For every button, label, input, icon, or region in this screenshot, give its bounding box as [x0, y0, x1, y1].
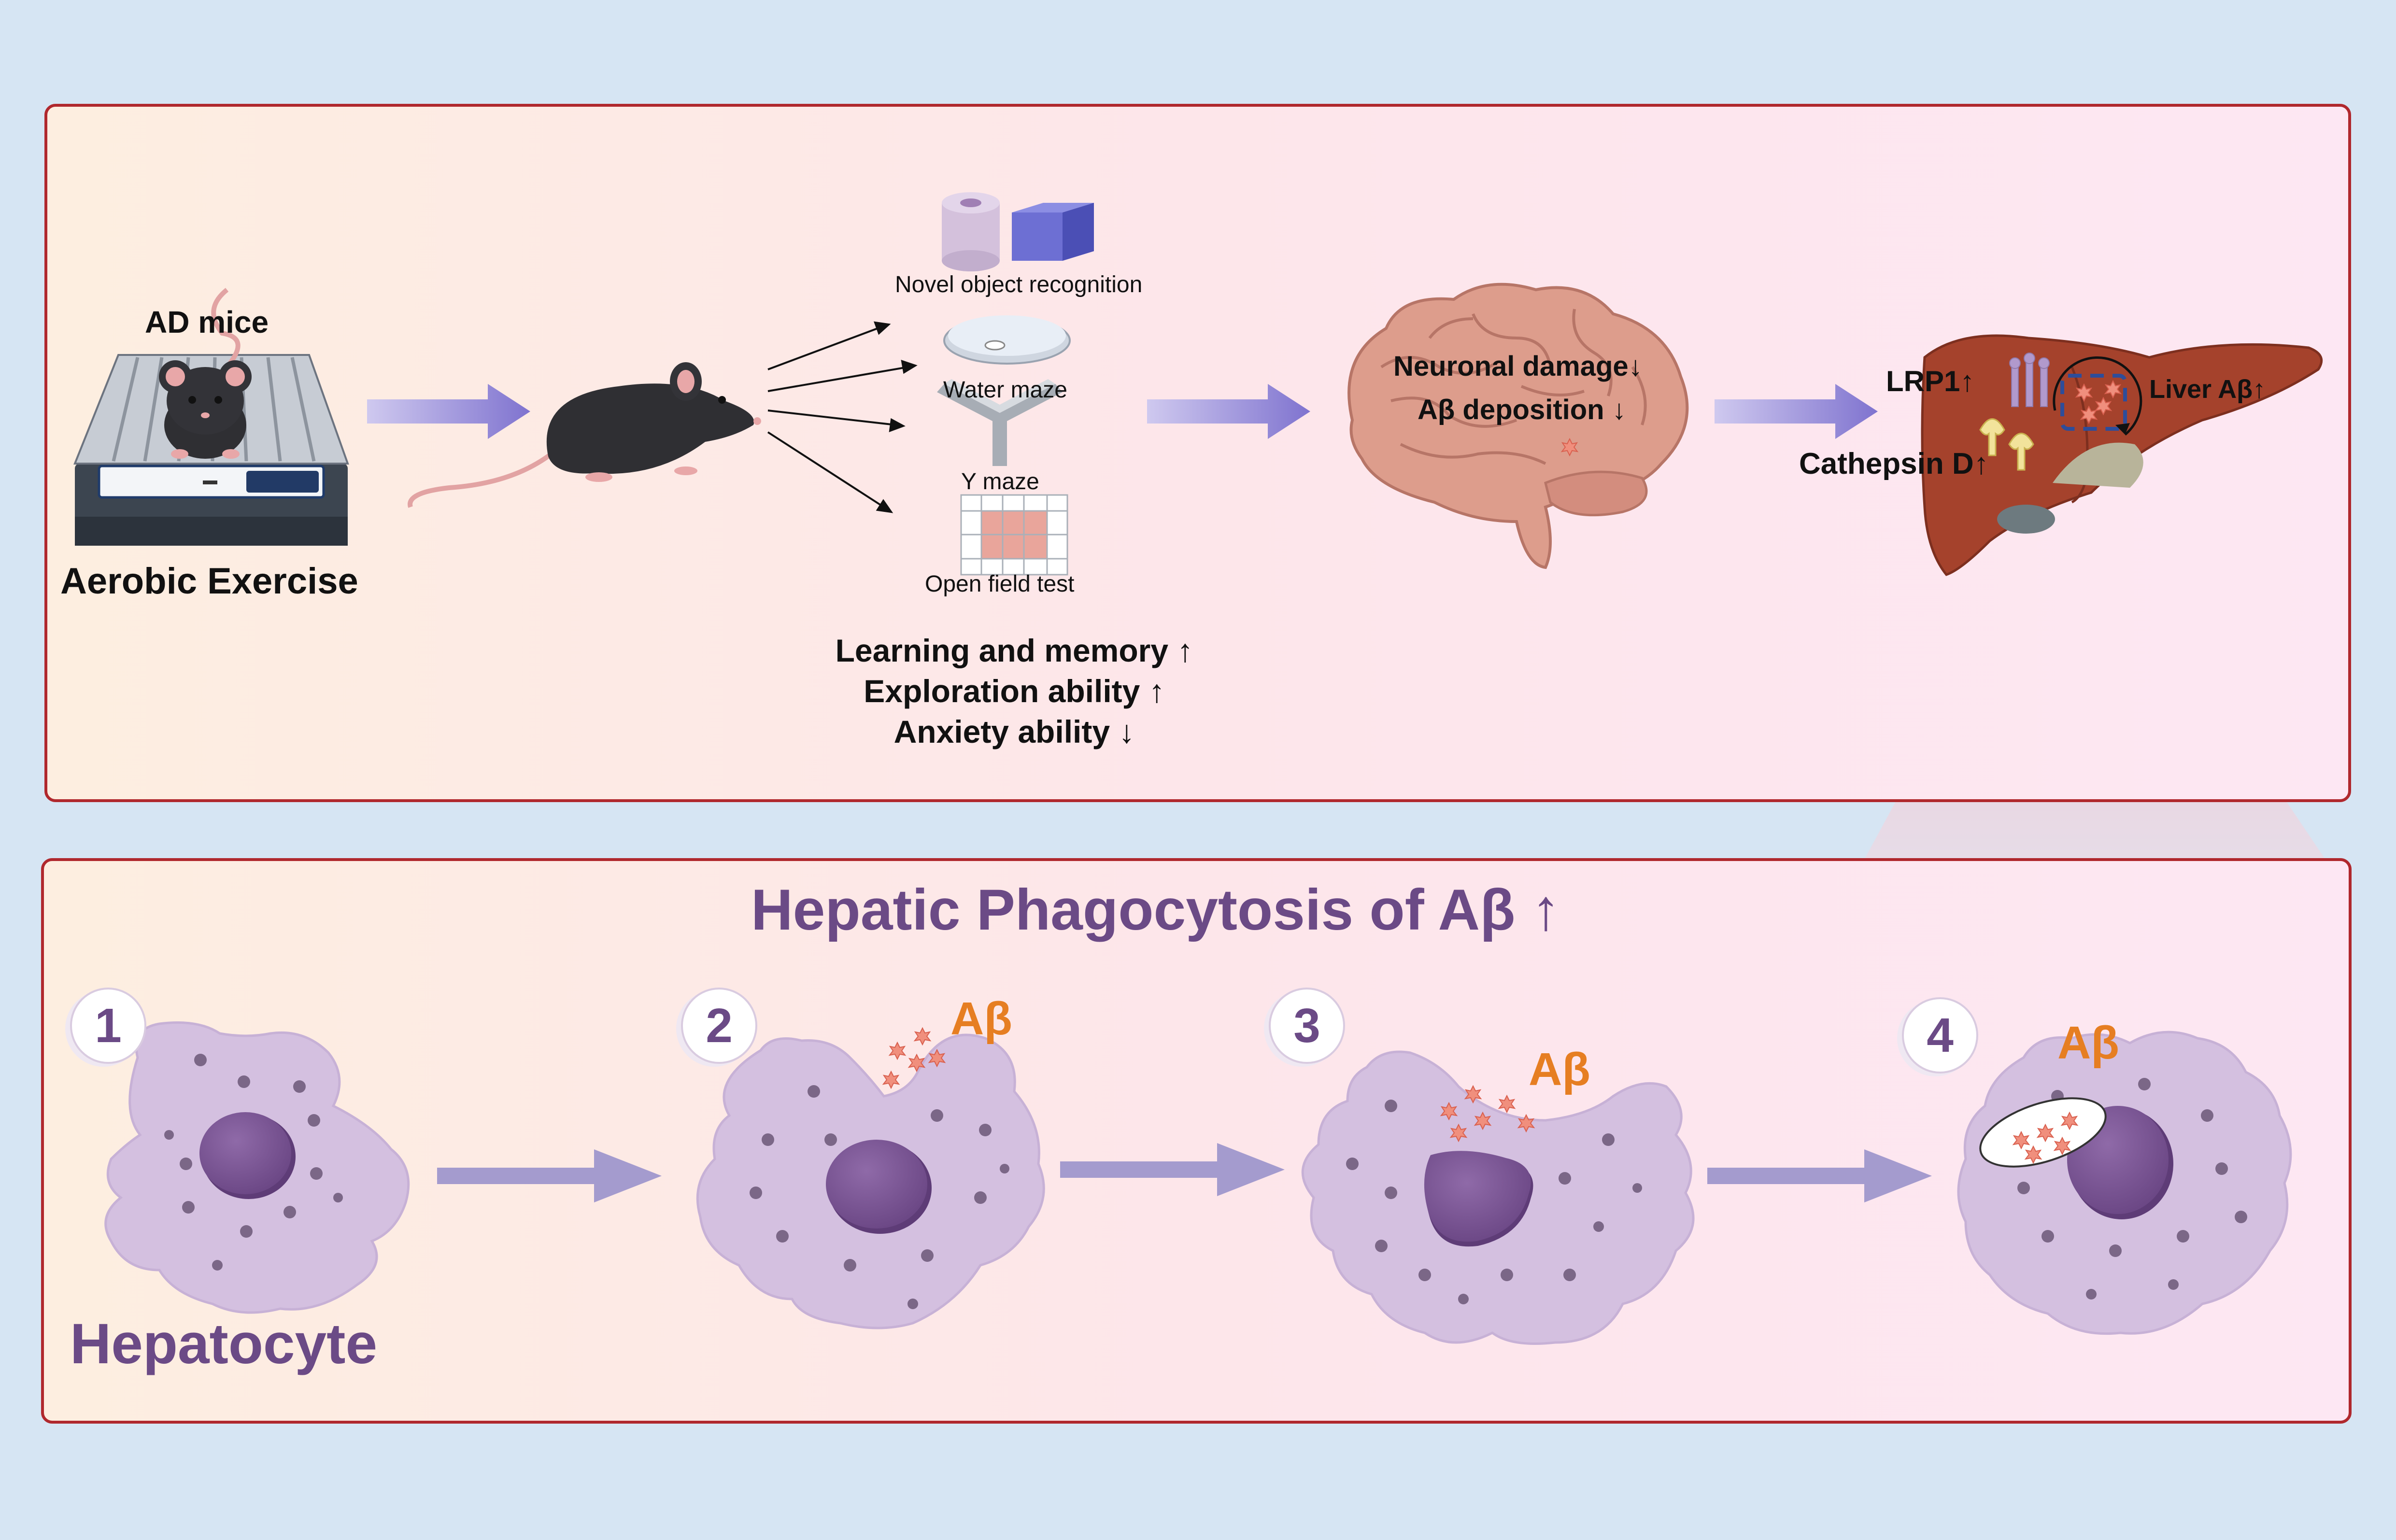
cell-1	[104, 1021, 410, 1314]
open-field-label: Open field test	[925, 571, 1075, 597]
abeta-label-step2: Aβ	[950, 993, 1012, 1045]
test-arrows	[767, 321, 918, 513]
outcome-exploration: Exploration ability ↑	[864, 673, 1165, 709]
bottom-panel	[41, 858, 2352, 1424]
water-maze-label: Water maze	[943, 377, 1067, 403]
y-maze-icon	[937, 379, 1063, 466]
arrow-2	[1147, 384, 1310, 439]
y-maze-label: Y maze	[961, 469, 1039, 494]
brain-illustration	[1347, 283, 1689, 569]
aerobic-exercise-label: Aerobic Exercise	[60, 561, 358, 602]
behavior-outcomes: Learning and memory ↑ Exploration abilit…	[773, 630, 1256, 752]
liver-illustration	[1921, 334, 2323, 576]
arrow-1	[367, 384, 530, 439]
step-2-badge: 2	[681, 988, 757, 1064]
abeta-deposition-label: Aβ deposition ↓	[1418, 394, 1626, 425]
step-1-badge: 1	[70, 988, 146, 1064]
mouse-on-treadmill	[159, 288, 252, 459]
cell-4	[1957, 1031, 2292, 1335]
step-arrow-3	[1707, 1149, 1932, 1202]
liver-abeta-label: Liver Aβ↑	[2149, 375, 2266, 404]
step-arrow-1	[437, 1149, 662, 1202]
cell-3	[1301, 1050, 1695, 1345]
mouse-side-view	[408, 362, 761, 508]
open-field-icon	[960, 494, 1068, 576]
arrow-3	[1715, 384, 1878, 439]
step-arrow-2	[1060, 1143, 1285, 1196]
neuronal-damage-label: Neuronal damage↓	[1393, 351, 1643, 382]
cathepsin-d-label: Cathepsin D↑	[1799, 447, 1989, 480]
step-3-badge: 3	[1269, 988, 1345, 1064]
novel-object-icons	[942, 192, 1094, 271]
abeta-label-step3: Aβ	[1529, 1044, 1590, 1095]
outcome-learning-memory: Learning and memory ↑	[835, 633, 1193, 668]
hepatic-phagocytosis-title: Hepatic Phagocytosis of Aβ ↑	[751, 877, 1560, 942]
abeta-label-step4: Aβ	[2057, 1017, 2119, 1069]
ad-mice-label: AD mice	[145, 305, 269, 339]
novel-object-label: Novel object recognition	[895, 272, 1143, 297]
hepatocyte-label: Hepatocyte	[70, 1312, 378, 1376]
top-panel	[44, 104, 2351, 802]
outcome-anxiety: Anxiety ability ↓	[893, 714, 1135, 749]
cell-2	[696, 1028, 1045, 1329]
lrp1-label: LRP1↑	[1886, 365, 1975, 397]
step-4-badge: 4	[1902, 997, 1978, 1074]
water-maze-icon	[943, 315, 1071, 365]
